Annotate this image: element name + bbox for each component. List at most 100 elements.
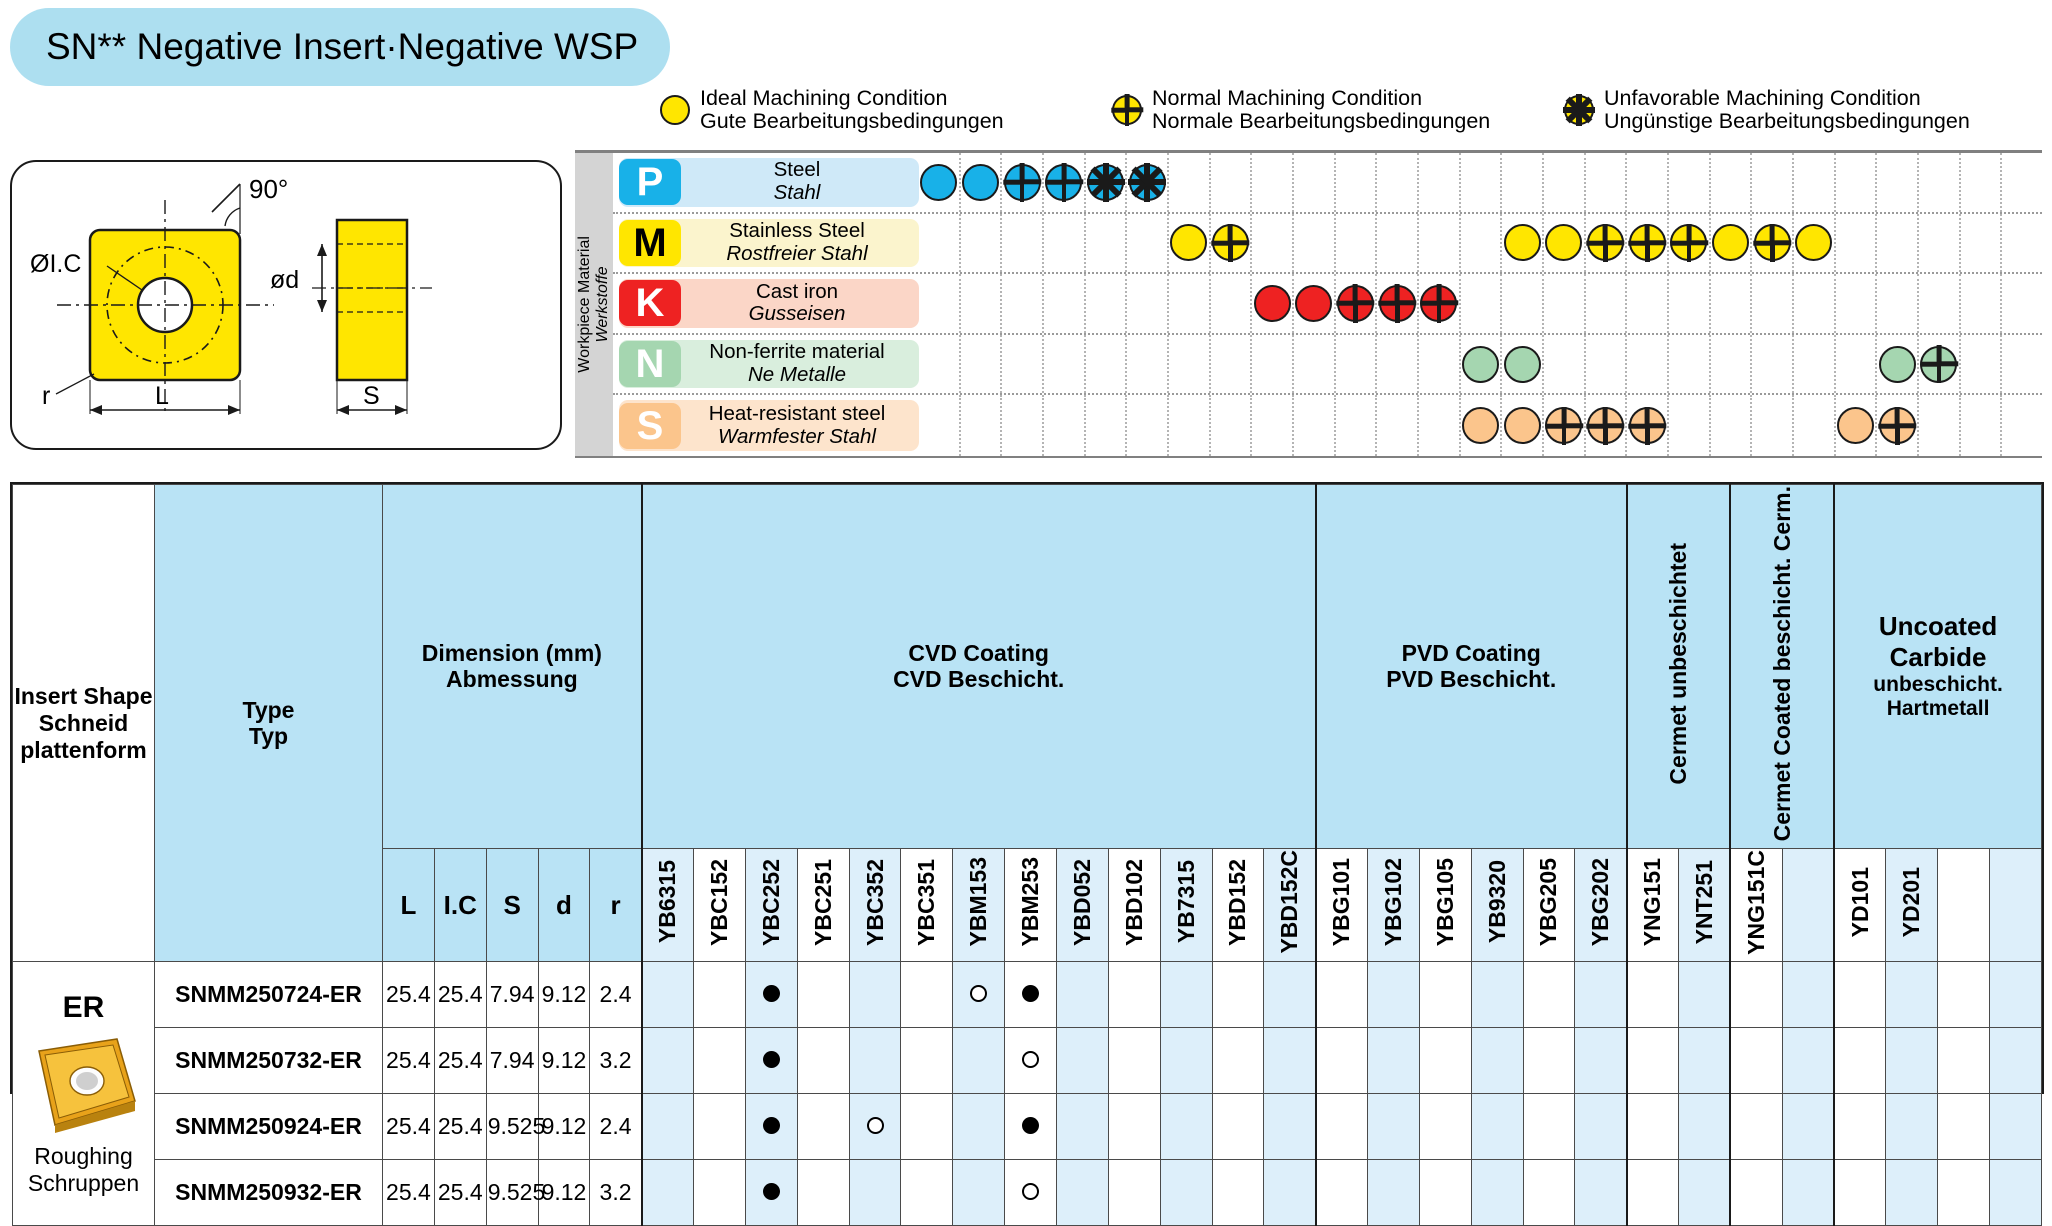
condition-marker: [1503, 345, 1541, 383]
cell-grade-YNG151C: [1729, 1027, 1783, 1095]
open-dot-icon: [1022, 1183, 1040, 1201]
condition-marker: [1837, 407, 1875, 445]
cell-grade-YBD152: [1211, 961, 1265, 1029]
cell-d: 9.12: [537, 1159, 591, 1226]
d-label: ød: [270, 266, 299, 294]
insert-shape-note-de: Schruppen: [27, 1169, 140, 1196]
workpiece-marker-cell: [1752, 395, 1795, 456]
workpiece-marker-cell: [1794, 153, 1836, 212]
cell-grade-YD101: [1833, 1159, 1887, 1226]
workpiece-marker-cell: [1961, 213, 2003, 273]
cell-grade-blank: [1781, 1027, 1835, 1095]
cell-grade-YBC352: [848, 1093, 902, 1161]
workpiece-marker-cell: [1127, 334, 1170, 394]
workpiece-marker-cell: [1502, 153, 1545, 212]
workpiece-label-de: Werkstoffe: [594, 266, 612, 343]
legend-label-de: Ungünstige Bearbeitungsbedingungen: [1604, 109, 1970, 133]
workpiece-marker-cell: [1086, 153, 1128, 212]
workpiece-name-en: Heat-resistant steel: [708, 401, 886, 425]
grade-label: YBC152: [705, 858, 732, 946]
cell-grade-YBD152: [1211, 1027, 1265, 1095]
header-type: Type Typ: [154, 483, 383, 963]
cell-grade-YBG205: [1522, 961, 1576, 1029]
condition-marker: [1628, 406, 1667, 445]
cell-S: 7.94: [485, 1027, 539, 1095]
cell-type: SNMM250924-ER: [154, 1093, 383, 1161]
workpiece-marker-cell: [1002, 334, 1045, 394]
r-label: r: [42, 382, 50, 410]
workpiece-marker-cell: [1086, 395, 1128, 456]
grade-label: YBG105: [1431, 857, 1458, 947]
cell-grade-YBC352: [848, 1159, 902, 1226]
cell-grade-YBD102: [1107, 961, 1161, 1029]
workpiece-marker-cell: [1252, 395, 1295, 456]
workpiece-marker-cell: [919, 274, 961, 333]
header-dim-L: L: [382, 847, 435, 963]
condition-marker: [1170, 224, 1208, 262]
cell-grade-YBM153: [952, 1093, 1006, 1161]
workpiece-marker-cell: [1169, 334, 1211, 394]
cell-grade-YBM153: [952, 1159, 1006, 1226]
workpiece-marker-cell: [1127, 153, 1170, 212]
header-grade-YBD102: YBD102: [1107, 847, 1161, 963]
cell-grade-blank: [1989, 961, 2042, 1029]
workpiece-marker-grid: [919, 274, 2042, 333]
product-spec-table: Insert Shape Schneid plattenform Type Ty…: [10, 482, 2044, 1226]
workpiece-marker-cell: [1002, 213, 1045, 273]
condition-marker: [1336, 284, 1375, 323]
header-grade-YBC251: YBC251: [796, 847, 850, 963]
cell-grade-YBC252: [744, 1027, 798, 1095]
workpiece-name-de: Warmfester Stahl: [718, 424, 876, 448]
header-dim-S: S: [485, 847, 539, 963]
cell-grade-blank: [1937, 1027, 1991, 1095]
cell-grade-YBG101: [1314, 1159, 1369, 1226]
grade-label: YBM153: [965, 857, 992, 947]
cell-grade-blank: [1937, 961, 1991, 1029]
cell-grade-YBG101: [1314, 1093, 1369, 1161]
grade-label: YD101: [1846, 866, 1873, 938]
workpiece-marker-cell: [1627, 153, 1670, 212]
workpiece-marker-cell: [1752, 334, 1795, 394]
workpiece-marker-cell: [1586, 395, 1628, 456]
grade-label: YNG151C: [1743, 849, 1770, 955]
cell-grade-YBC152: [693, 1159, 746, 1226]
header-dim-r: r: [589, 847, 643, 963]
cell-grade-YB6315: [640, 1027, 695, 1095]
cell-grade-YB9320: [1470, 1093, 1524, 1161]
workpiece-marker-cell: [1752, 213, 1795, 273]
workpiece-marker-cell: [1794, 213, 1836, 273]
cell-grade-YBG105: [1418, 961, 1472, 1029]
condition-marker: [1211, 223, 1250, 263]
workpiece-name-en: Non-ferrite material: [709, 340, 885, 364]
spec-table: Insert Shape Schneid plattenform Type Ty…: [12, 483, 2043, 1226]
page-title-pill: SN** Negative Insert·Negative WSP: [10, 8, 670, 86]
workpiece-marker-cell: [961, 274, 1003, 333]
workpiece-marker-cell: [1377, 213, 1420, 273]
workpiece-marker-cell: [1211, 274, 1253, 333]
workpiece-marker-cell: [1419, 153, 1461, 212]
grade-label: YBG202: [1587, 857, 1614, 947]
workpiece-marker-cell: [961, 395, 1003, 456]
condition-marker: [1544, 406, 1584, 445]
workpiece-marker-cell: [1294, 395, 1336, 456]
cell-grade-YNG151C: [1729, 1159, 1783, 1226]
cell-grade-YBG102: [1367, 961, 1420, 1029]
cell-S: 7.94: [485, 961, 539, 1029]
condition-marker: [1795, 224, 1833, 262]
legend-label-en: Unfavorable Machining Condition: [1604, 85, 1921, 110]
header-grade-YBG205: YBG205: [1522, 847, 1576, 963]
legend-label-en: Ideal Machining Condition: [700, 85, 948, 110]
workpiece-marker-cell: [1294, 213, 1336, 273]
workpiece-marker-cell: [919, 213, 961, 273]
header-cvd-coating: CVD Coating CVD Beschicht.: [640, 484, 1317, 849]
insert-drawing-box: 90° ØI.C r L ød S: [10, 160, 562, 450]
workpiece-marker-cell: [1794, 274, 1836, 333]
header-grade-YBG202: YBG202: [1574, 847, 1628, 963]
header-grade-YBG105: YBG105: [1418, 847, 1472, 963]
